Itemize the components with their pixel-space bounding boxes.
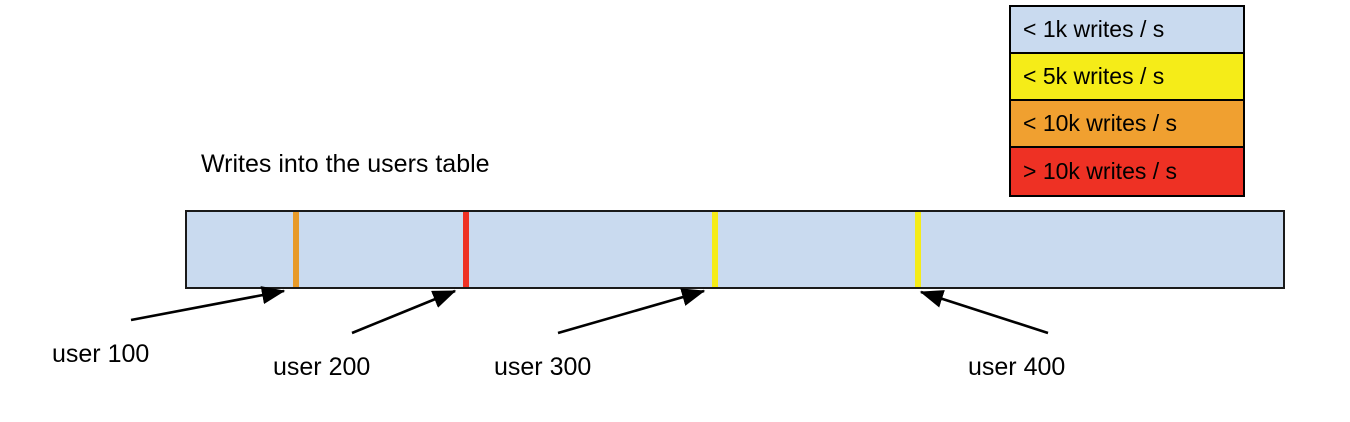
legend-row-lt-10k: < 10k writes / s (1011, 101, 1243, 148)
users-table-band (185, 210, 1285, 289)
legend-row-lt-5k: < 5k writes / s (1011, 54, 1243, 101)
user-300-label: user 300 (494, 353, 592, 381)
user-400-stripe (915, 212, 921, 287)
user-100-arrow (130, 286, 286, 322)
legend-label-gt-10k: > 10k writes / s (1023, 158, 1178, 184)
user-300-stripe (712, 212, 718, 287)
user-100-label: user 100 (52, 340, 150, 368)
user-400-label: user 400 (968, 353, 1066, 381)
user-100-stripe (293, 212, 299, 287)
user-200-arrow (351, 289, 457, 335)
legend-row-lt-1k: < 1k writes / s (1011, 7, 1243, 54)
legend-label-lt-1k: < 1k writes / s (1023, 16, 1165, 42)
legend-label-lt-5k: < 5k writes / s (1023, 63, 1165, 89)
user-400-arrow (919, 290, 1049, 335)
user-200-stripe (463, 212, 469, 287)
legend: < 1k writes / s < 5k writes / s < 10k wr… (1009, 5, 1245, 197)
user-300-arrow (557, 288, 706, 335)
legend-row-gt-10k: > 10k writes / s (1011, 148, 1243, 195)
legend-label-lt-10k: < 10k writes / s (1023, 110, 1178, 136)
user-200-label: user 200 (273, 353, 371, 381)
chart-title: Writes into the users table (201, 150, 490, 178)
